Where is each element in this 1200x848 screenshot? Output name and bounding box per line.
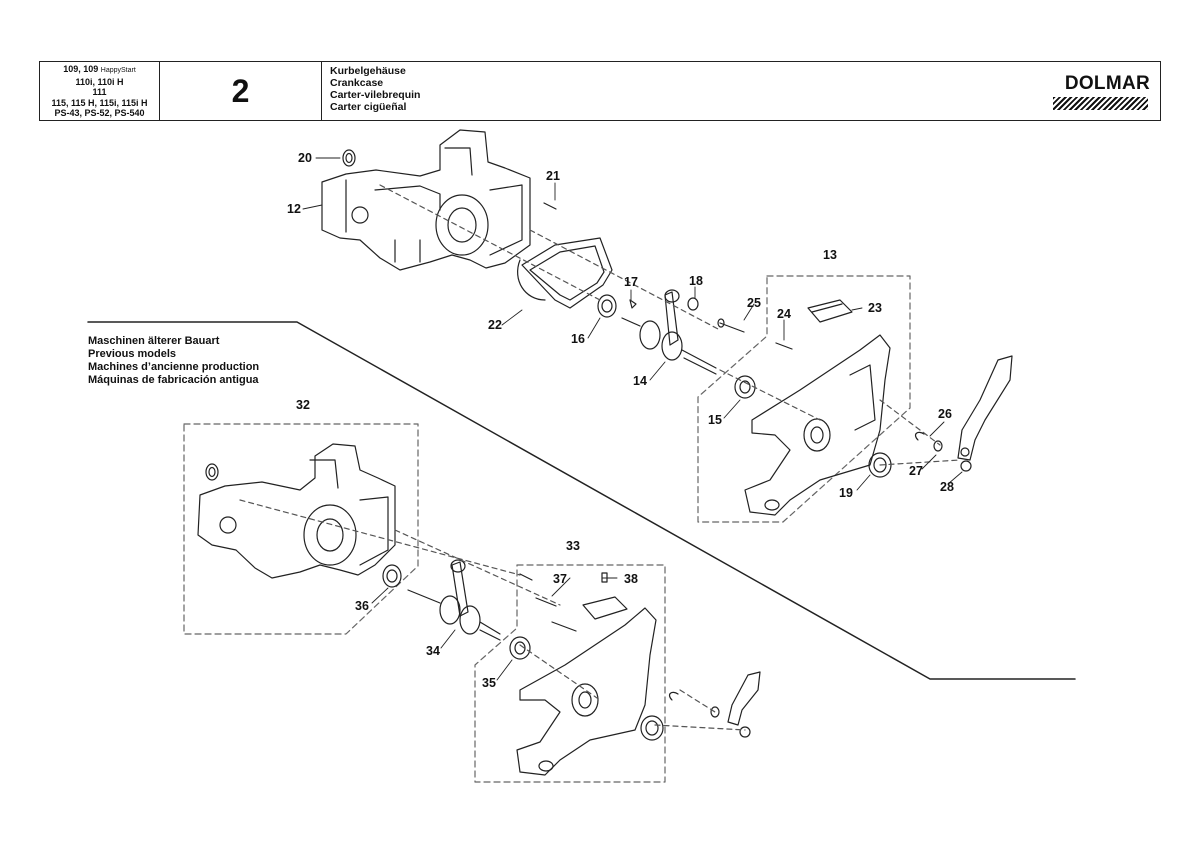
label-21: 21 — [546, 169, 560, 183]
brand-logo: DOLMAR — [930, 62, 1160, 120]
title-de: Kurbelgehäuse — [330, 65, 406, 77]
section-titles: Kurbelgehäuse Crankcase Carter-vilebrequ… — [322, 62, 922, 120]
label-34: 34 — [426, 644, 440, 658]
model-list: 109, 109 HappyStart 110i, 110i H 111 115… — [40, 62, 160, 120]
key-17 — [629, 299, 637, 309]
washer-lower — [710, 706, 720, 718]
label-27: 27 — [909, 464, 923, 478]
label-19: 19 — [839, 486, 853, 500]
note-en: Previous models — [88, 348, 177, 360]
crankshaft-14 — [621, 289, 717, 375]
crankshaft-34 — [407, 559, 501, 641]
crankcase-13 — [744, 334, 891, 516]
separator-line — [87, 321, 1076, 680]
label-36: 36 — [355, 599, 369, 613]
box-32 — [183, 423, 419, 635]
label-38: 38 — [624, 572, 638, 586]
note-de: Maschinen älterer Bauart — [88, 335, 220, 347]
crankcase-12 — [321, 129, 531, 271]
assembly-boxes — [183, 275, 911, 783]
seal-lower — [640, 715, 664, 741]
screw-33 — [551, 621, 577, 632]
bearing-35 — [509, 636, 531, 660]
crankcase-33 — [516, 607, 657, 776]
pin-24 — [775, 342, 793, 350]
page-number: 2 — [160, 62, 322, 120]
label-33: 33 — [566, 539, 580, 553]
label-14: 14 — [633, 374, 647, 388]
label-24: 24 — [777, 307, 791, 321]
washer-27 — [933, 440, 943, 452]
box-33 — [474, 564, 666, 783]
seal-old — [205, 463, 219, 481]
title-fr: Carter-vilebrequin — [330, 89, 421, 101]
nut-28 — [960, 460, 972, 472]
seal-20 — [342, 149, 356, 167]
label-16: 16 — [571, 332, 585, 346]
older-models-note: Maschinen älterer Bauart Previous models… — [88, 335, 259, 387]
label-17: 17 — [624, 275, 638, 289]
needle-bearing-18 — [687, 297, 699, 311]
gasket-22 — [517, 237, 613, 309]
label-35: 35 — [482, 676, 496, 690]
label-20: 20 — [298, 151, 312, 165]
pin-38 — [601, 572, 608, 583]
seal-19 — [868, 452, 892, 478]
part-33-clip — [582, 596, 628, 620]
assembly-axis-lines — [379, 184, 961, 466]
pin-old — [519, 573, 533, 581]
title-en: Crankcase — [330, 77, 384, 89]
label-28: 28 — [940, 480, 954, 494]
model-line-1: 109, 109 HappyStart — [63, 64, 136, 74]
bearing-16 — [597, 294, 617, 318]
model-line-4: 115, 115 H, 115i, 115i H — [51, 97, 148, 108]
label-13: 13 — [823, 248, 837, 262]
model-line-2: 110i, 110i H — [75, 76, 124, 87]
label-37: 37 — [553, 572, 567, 586]
box-13 — [697, 275, 911, 523]
label-25: 25 — [747, 296, 761, 310]
label-12: 12 — [287, 202, 301, 216]
label-22: 22 — [488, 318, 502, 332]
crankcase-32 — [197, 443, 396, 579]
model-line-3: 111 — [92, 87, 107, 97]
model-line-5: PS-43, PS-52, PS-540 — [54, 108, 145, 118]
label-26: 26 — [938, 407, 952, 421]
assembly-axis-lines-lower — [239, 499, 746, 731]
nut-lower — [739, 726, 751, 738]
screw-25 — [717, 318, 745, 333]
label-leaders — [302, 157, 963, 681]
clip-lower — [668, 691, 679, 701]
brand-name: DOLMAR — [1064, 73, 1150, 94]
title-es: Carter cigüeñal — [330, 101, 407, 113]
part-23 — [807, 299, 853, 323]
bearing-36 — [382, 564, 402, 588]
label-32: 32 — [296, 398, 310, 412]
brand-stripes — [1053, 97, 1148, 110]
label-23: 23 — [868, 301, 882, 315]
label-18: 18 — [689, 274, 703, 288]
lever-lower — [727, 671, 761, 726]
note-fr: Machines d’ancienne production — [88, 361, 260, 373]
title-block: 109, 109 HappyStart 110i, 110i H 111 115… — [39, 61, 1161, 121]
pin-37 — [535, 597, 557, 607]
clip-26 — [914, 431, 925, 441]
label-15: 15 — [708, 413, 722, 427]
pin-21 — [543, 202, 557, 210]
model-line-1-suffix: HappyStart — [100, 67, 136, 74]
lever-part — [957, 355, 1013, 461]
note-es: Máquinas de fabricación antigua — [88, 374, 259, 386]
